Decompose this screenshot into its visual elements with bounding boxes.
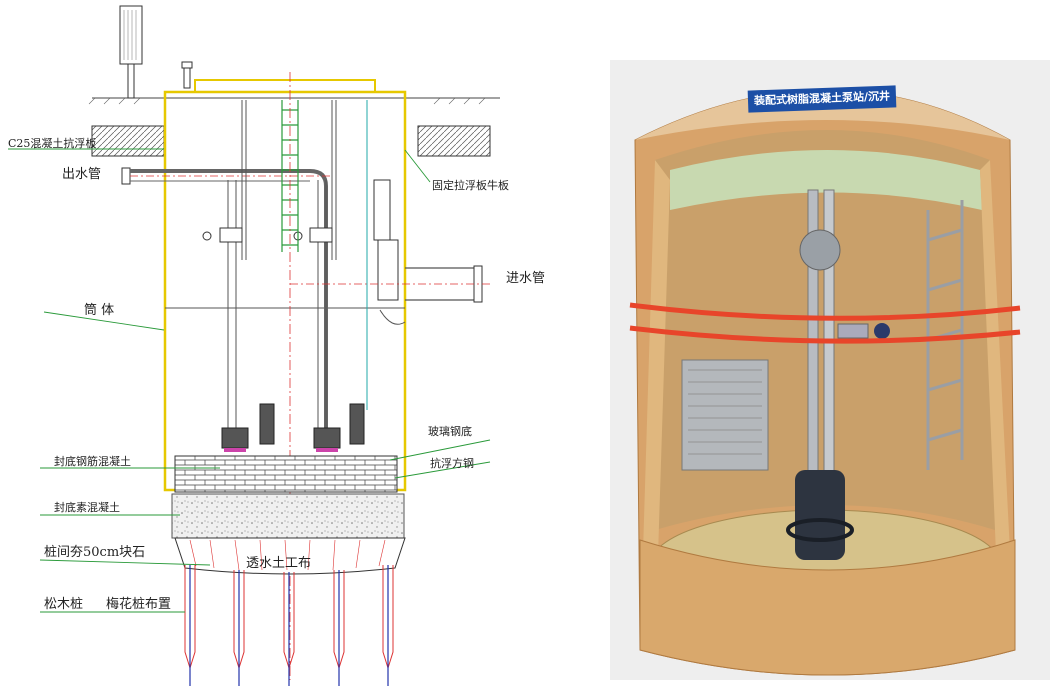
section-drawing [8,5,500,686]
label-plum-layout: 梅花桩布置 [106,597,172,612]
label-anti-float-steel: 抗浮方钢 [430,457,474,470]
control-cabinet [119,5,143,65]
sealing-rc-layer [174,455,398,493]
pump-left [221,403,275,449]
ground-hatch [88,97,486,105]
photo-illustration [610,60,1050,680]
pump-station-photo: 装配式树脂混凝土泵站/沉井 [610,60,1050,680]
anti-float-slab-right [417,125,491,157]
pump-right [313,403,365,449]
label-sealing-rc: 封底钢筋混凝土 [54,455,131,468]
pine-piles [184,565,394,686]
label-outlet-pipe: 出水管 [62,167,102,182]
label-c25-slab: C25混凝土抗浮板 [8,137,97,150]
label-pine-pile: 松木桩 [44,597,84,612]
pump-station-section-diagram: C25混凝土抗浮板 出水管 固定拉浮板牛板 进水管 筒 体 玻璃钢底 封底钢筋混… [8,5,546,686]
anti-float-slab-left [91,125,165,157]
label-shell: 筒 体 [84,303,115,318]
geotextile-layer [174,537,406,575]
label-geotextile: 透水土工布 [246,556,312,571]
label-fix-bracket: 固定拉浮板牛板 [432,179,509,192]
label-fiberglass-bottom: 玻璃钢底 [428,425,472,438]
shell-outline [163,90,407,492]
label-pile-gap-stone: 桩间夯50cm块石 [44,545,146,560]
sealing-plain-layer [171,493,405,539]
label-inlet-pipe: 进水管 [506,271,546,286]
label-sealing-plain: 封底素混凝土 [54,501,120,514]
